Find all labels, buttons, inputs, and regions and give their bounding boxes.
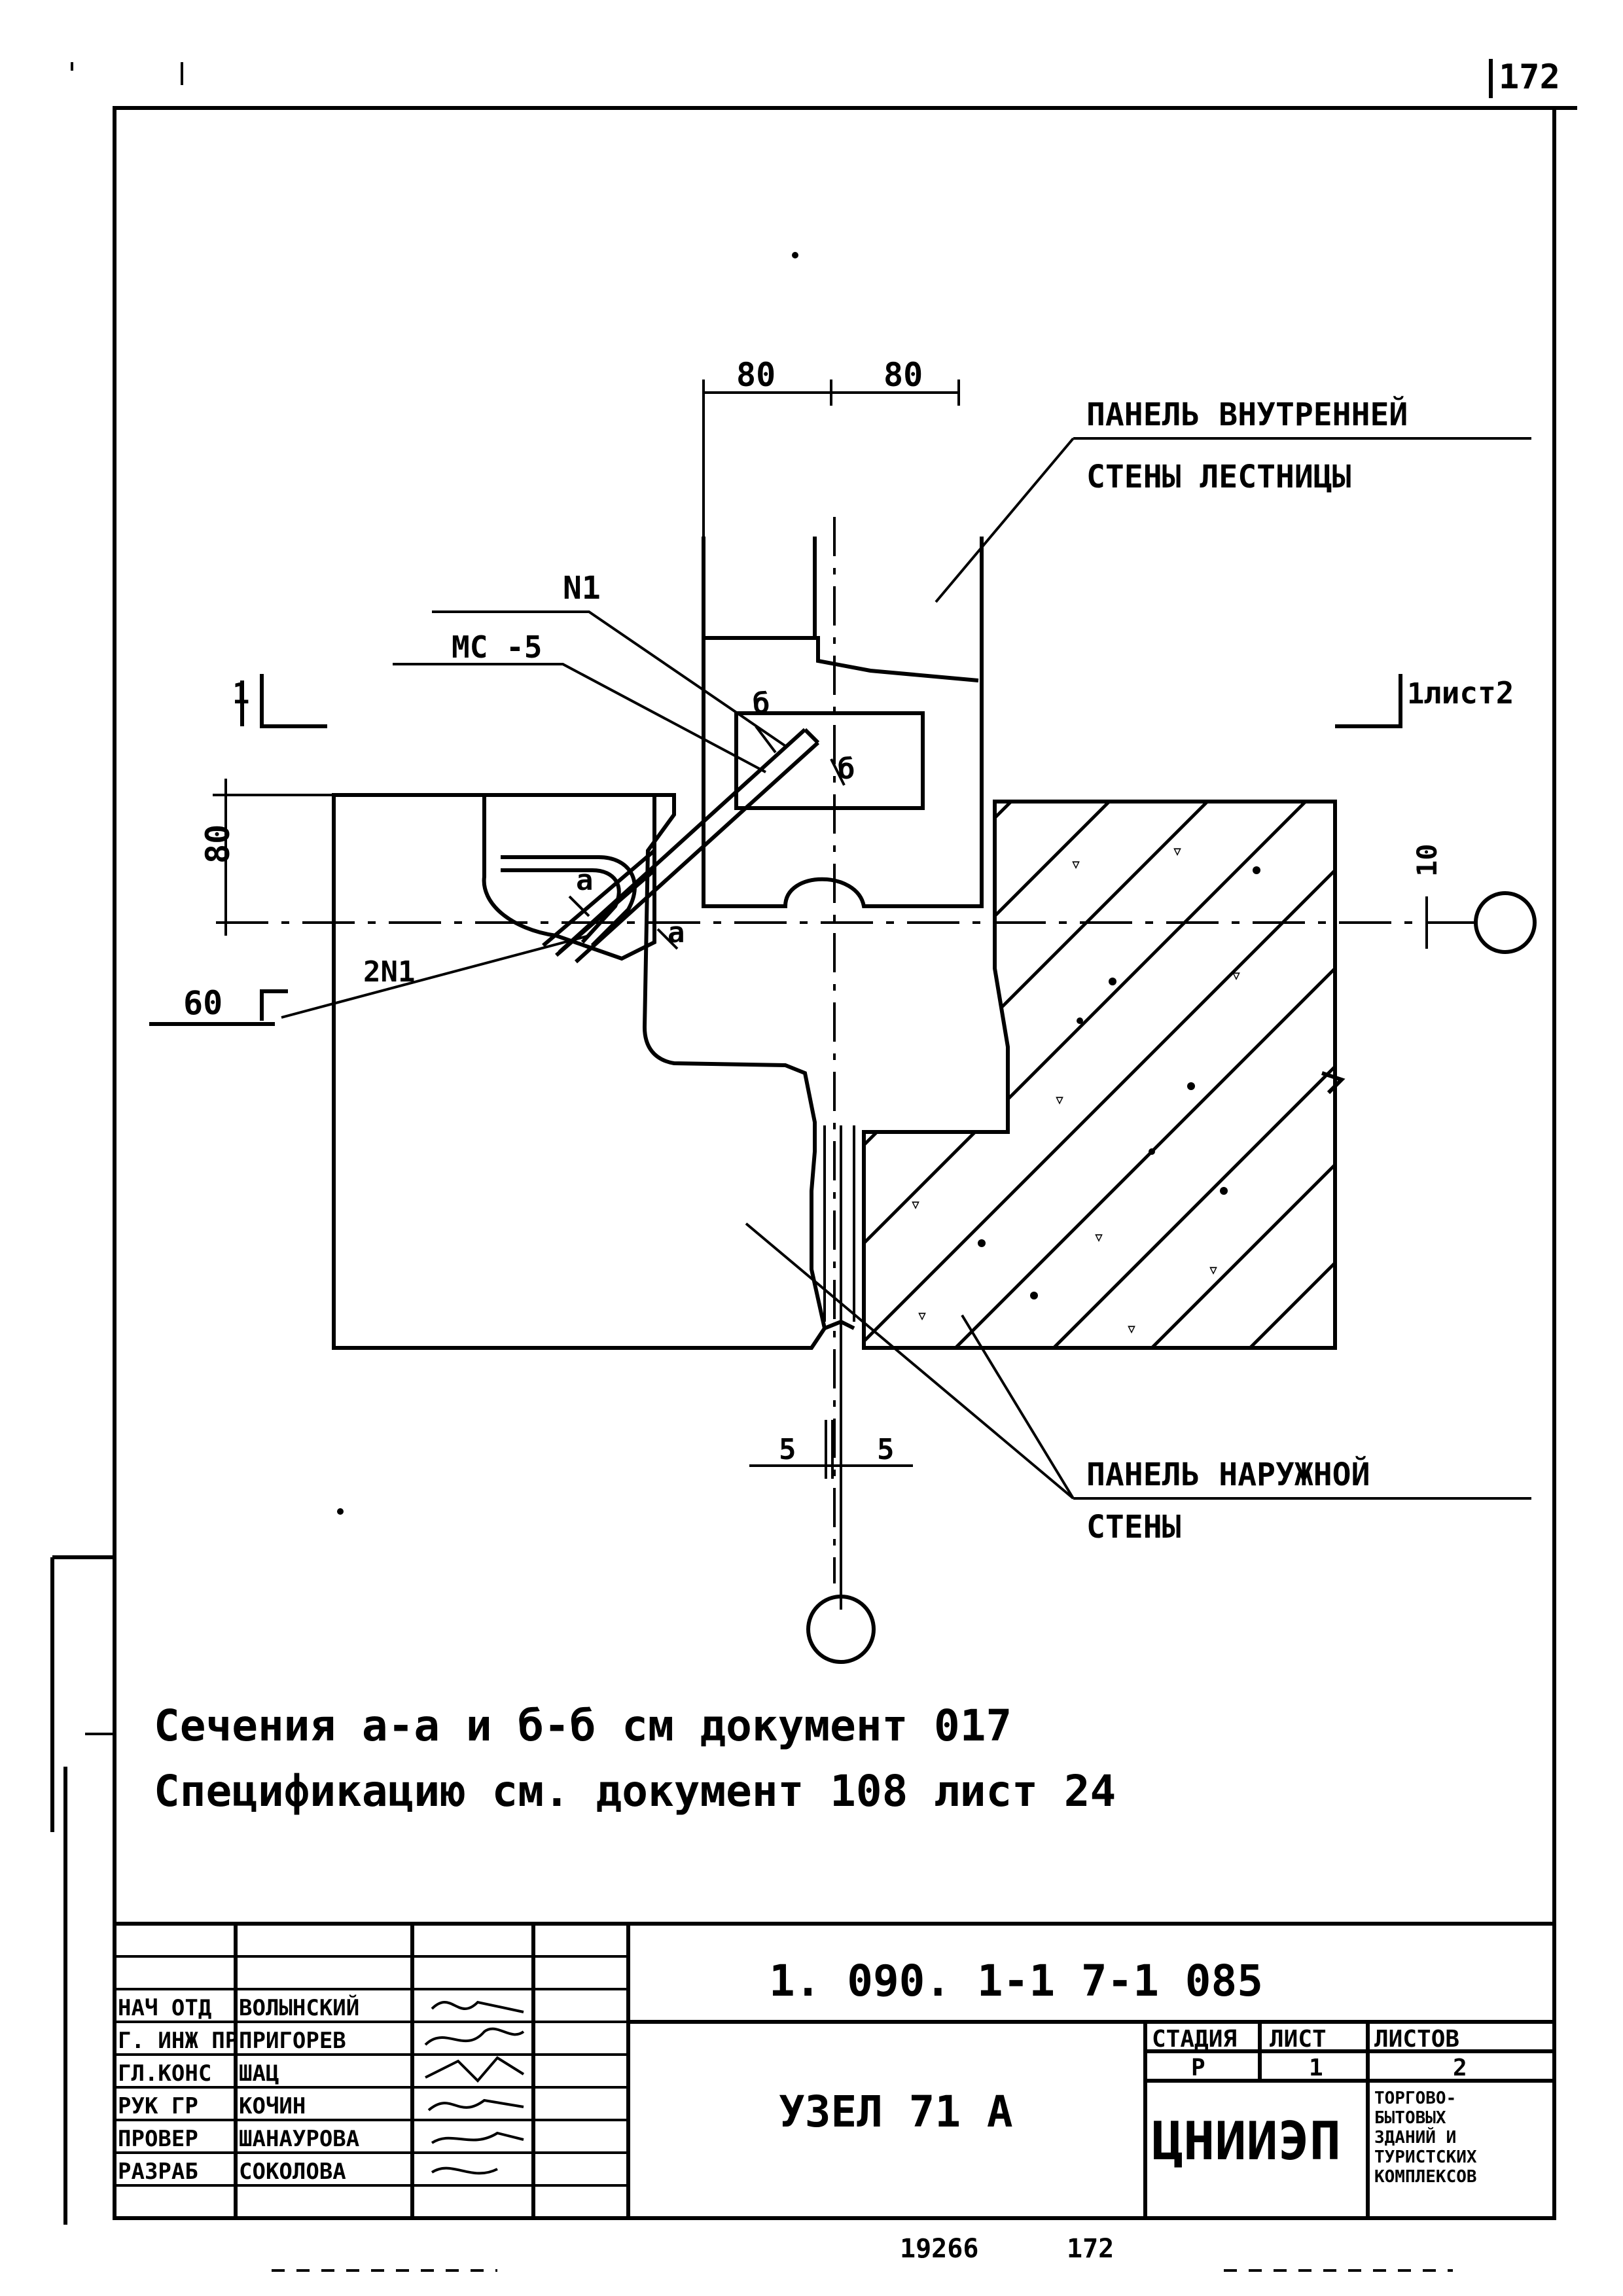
dim-top-right: 80 — [883, 356, 923, 394]
bottom-mark-right: 172 — [1067, 2234, 1114, 2264]
svg-text:ШАЦ: ШАЦ — [239, 2060, 279, 2087]
svg-text:а: а — [576, 864, 594, 897]
svg-text:▿: ▿ — [916, 1304, 928, 1327]
svg-text:РУК ГР: РУК ГР — [118, 2093, 198, 2119]
section-mark-right: 1 лист2 — [1335, 674, 1514, 728]
svg-text:▿: ▿ — [910, 1193, 921, 1216]
dimension-ledge: 60 — [149, 984, 288, 1026]
organization-name: ЦНИИЭП — [1152, 2111, 1341, 2172]
svg-text:СОКОЛОВА: СОКОЛОВА — [239, 2159, 346, 2185]
axis-marker-bottom — [806, 1595, 876, 1664]
svg-text:▿: ▿ — [1054, 1088, 1065, 1111]
svg-text:ПАНЕЛЬ ВНУТРЕННЕЙ: ПАНЕЛЬ ВНУТРЕННЕЙ — [1086, 396, 1408, 433]
stage-value: Р — [1191, 2055, 1205, 2081]
svg-text:▿: ▿ — [1126, 1317, 1137, 1340]
outer-panel-label: ПАНЕЛЬ НАРУЖНОЙ СТЕНЫ — [745, 1222, 1531, 1545]
svg-text:Г. ИНЖ ПР: Г. ИНЖ ПР — [118, 2028, 238, 2054]
dimension-gap: 10 — [1411, 843, 1443, 949]
svg-text:▿: ▿ — [1230, 964, 1242, 987]
svg-text:КОЧИН: КОЧИН — [239, 2093, 306, 2119]
svg-text:▿: ▿ — [1093, 1226, 1105, 1248]
svg-text:▿: ▿ — [1171, 839, 1183, 862]
inner-wall-panel — [702, 537, 984, 908]
svg-text:ЛИСТОВ: ЛИСТОВ — [1374, 2026, 1459, 2053]
axis-marker-right — [1474, 891, 1537, 954]
svg-text:б: б — [753, 687, 770, 720]
svg-text:ТУРИСТСКИХ: ТУРИСТСКИХ — [1374, 2147, 1477, 2167]
document-code: 1. 090. 1-1 7-1 085 — [769, 1956, 1263, 2006]
anchor-rod — [542, 728, 820, 964]
sheet-value: 1 — [1309, 2055, 1323, 2081]
svg-text:СТАДИЯ: СТАДИЯ — [1152, 2026, 1237, 2053]
svg-text:1: 1 — [1407, 677, 1425, 711]
svg-text:ЗДАНИЙ И: ЗДАНИЙ И — [1374, 2127, 1456, 2147]
dimension-joint: 5 5 — [749, 1420, 913, 1479]
dim-left: 80 — [199, 824, 237, 864]
section-sheet-ref: лист2 — [1423, 675, 1514, 711]
svg-text:ПРИГОРЕВ: ПРИГОРЕВ — [239, 2028, 346, 2054]
dim-joint-right: 5 — [877, 1433, 895, 1466]
n1-label: N1 — [432, 570, 787, 747]
svg-text:б: б — [838, 752, 855, 786]
embedded-plate — [734, 711, 925, 810]
svg-text:БЫТОВЫХ: БЫТОВЫХ — [1374, 2108, 1446, 2128]
svg-text:СТЕНЫ ЛЕСТНИЦЫ: СТЕНЫ ЛЕСТНИЦЫ — [1086, 459, 1351, 495]
svg-text:ПАНЕЛЬ НАРУЖНОЙ: ПАНЕЛЬ НАРУЖНОЙ — [1086, 1456, 1370, 1493]
svg-text:КОМПЛЕКСОВ: КОМПЛЕКСОВ — [1374, 2167, 1477, 2187]
svg-text:ВОЛЫНСКИЙ: ВОЛЫНСКИЙ — [239, 1994, 359, 2021]
svg-text:ЛИСТ: ЛИСТ — [1270, 2026, 1327, 2053]
dim-joint-left: 5 — [779, 1433, 796, 1466]
dimension-top: 80 80 — [702, 356, 960, 537]
section-ab-marks: б б а а — [568, 687, 855, 950]
ms5-label: МС -5 — [393, 629, 766, 773]
svg-text:МС -5: МС -5 — [452, 629, 542, 665]
dim-gap: 10 — [1411, 843, 1443, 877]
inner-panel-label: ПАНЕЛЬ ВНУТРЕННЕЙ СТЕНЫ ЛЕСТНИЦЫ — [935, 396, 1531, 603]
svg-text:НАЧ ОТД: НАЧ ОТД — [118, 1995, 211, 2021]
svg-text:ПРОВЕР: ПРОВЕР — [118, 2126, 198, 2152]
svg-text:РАЗРАБ: РАЗРАБ — [118, 2159, 198, 2185]
concrete-panel: ▿ ▿ ▿ ▿ ▿ ▿ ▿ ▿ ▿ — [862, 800, 1346, 1350]
dim-ledge: 60 — [183, 984, 223, 1022]
note-sections: Сечения а-а и б-б см документ 017 — [154, 1701, 1012, 1751]
svg-text:а: а — [668, 916, 685, 949]
dimension-left: 80 — [199, 779, 334, 936]
dim-top-left: 80 — [736, 356, 776, 394]
svg-text:N1: N1 — [563, 570, 601, 607]
sheets-value: 2 — [1453, 2055, 1467, 2081]
svg-text:СТЕНЫ: СТЕНЫ — [1086, 1509, 1181, 1545]
svg-text:1: 1 — [232, 677, 250, 711]
drawing-title: УЗЕЛ 71 А — [779, 2087, 1013, 2137]
notes: Сечения а-а и б-б см документ 017 Специф… — [154, 1701, 1116, 1816]
note-specification: Спецификацию см. документ 108 лист 24 — [154, 1766, 1116, 1816]
two-n1-label: 2N1 — [281, 934, 590, 1019]
svg-text:ГЛ.КОНС: ГЛ.КОНС — [118, 2060, 211, 2087]
svg-text:▿: ▿ — [1070, 853, 1082, 875]
sheet-number: 172 — [1499, 58, 1560, 97]
section-mark-left: 1 — [232, 674, 327, 728]
bottom-mark-left: 19266 — [900, 2234, 978, 2264]
svg-text:ШАНАУРОВА: ШАНАУРОВА — [239, 2126, 359, 2152]
svg-text:ТОРГОВО-: ТОРГОВО- — [1374, 2089, 1456, 2108]
svg-text:▿: ▿ — [1207, 1258, 1219, 1281]
title-block: НАЧ ОТД ВОЛЫНСКИЙ Г. ИНЖ ПР ПРИГОРЕВ ГЛ.… — [115, 1922, 1554, 2218]
